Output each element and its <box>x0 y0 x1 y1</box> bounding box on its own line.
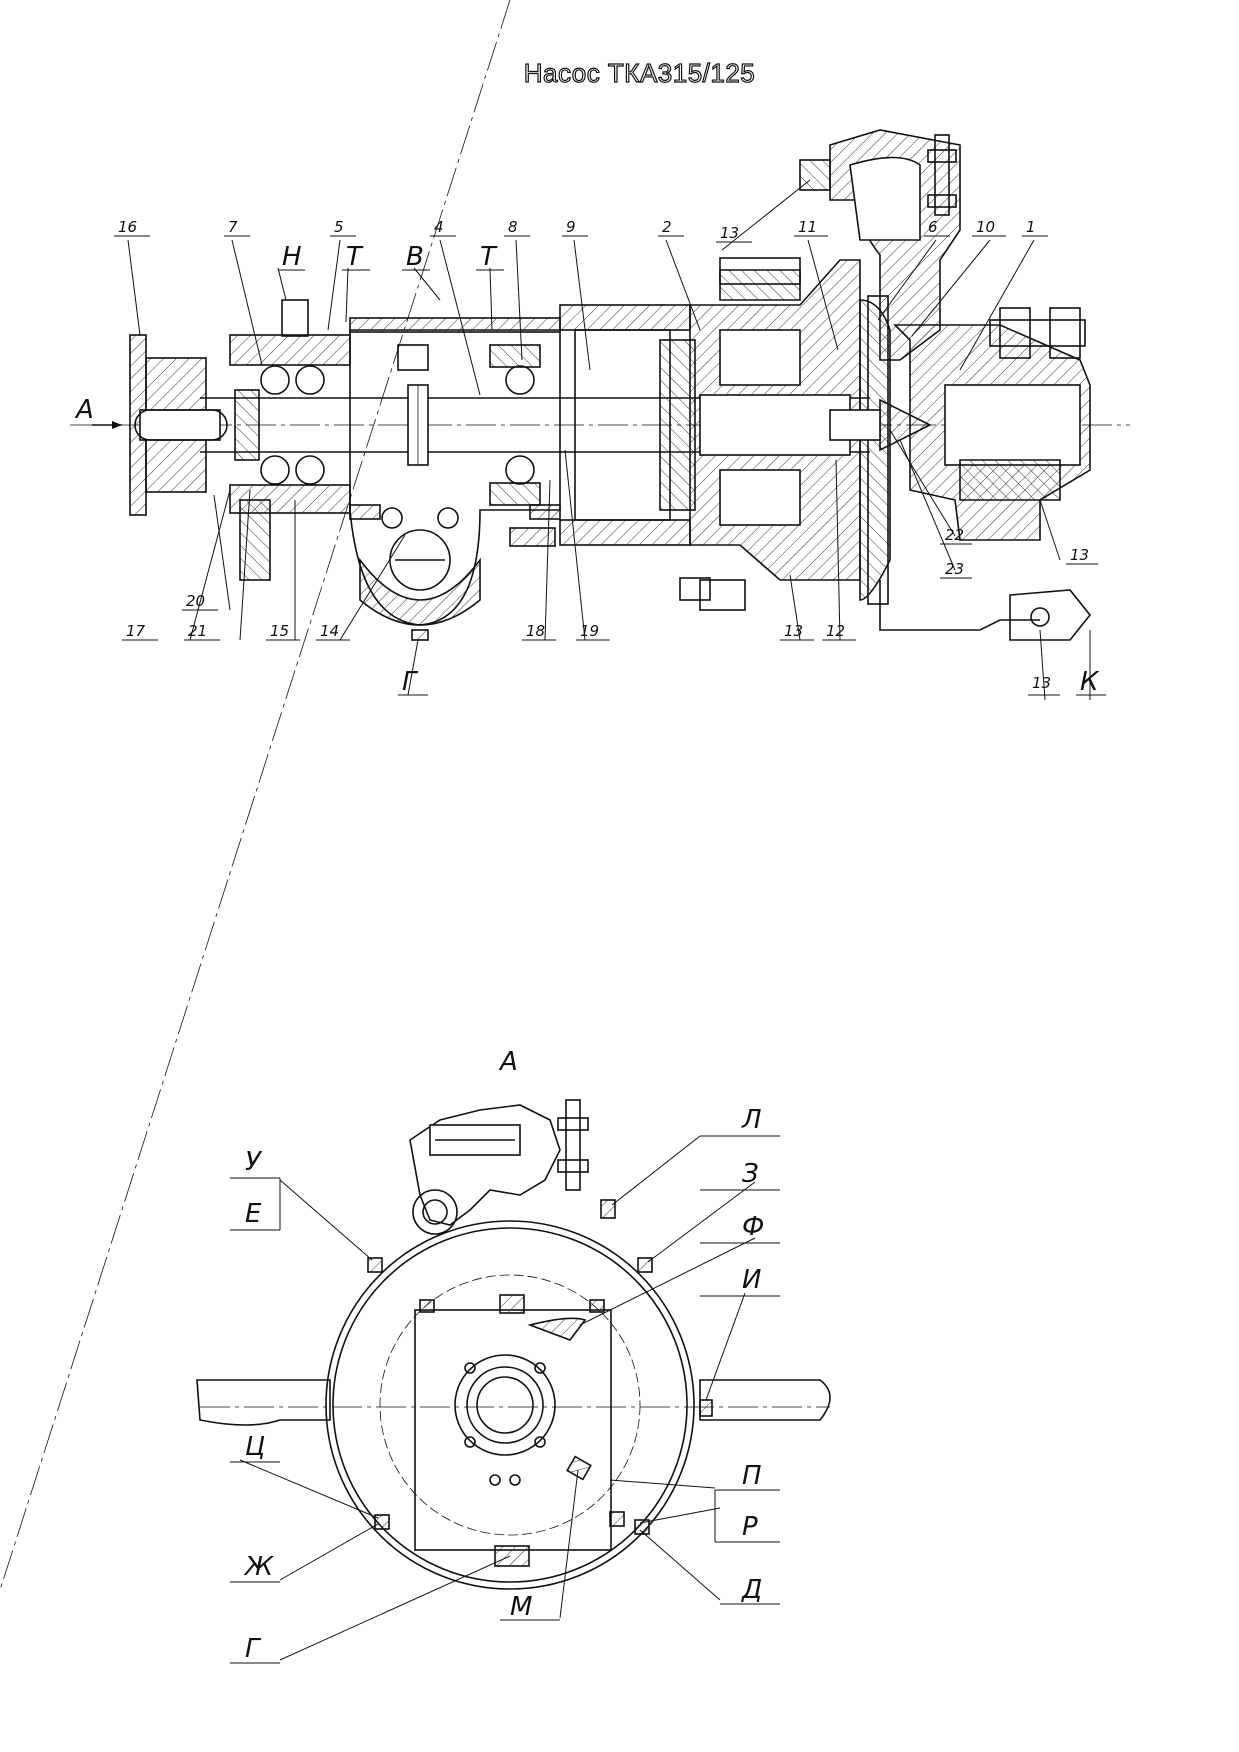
section-leader-lines <box>127 179 1091 701</box>
callout-15: 15 <box>270 622 289 640</box>
pump-section-view <box>70 129 1130 701</box>
callout-21: 21 <box>188 622 207 640</box>
callout-13-bottom: 13 <box>784 622 803 640</box>
callout-Z: З <box>742 1159 759 1189</box>
callout-4: 4 <box>434 218 444 236</box>
callout-Zh: Ж <box>243 1552 274 1582</box>
callout-I: И <box>742 1265 761 1295</box>
end-view-label-A: А <box>498 1047 518 1077</box>
callout-G-section: Г <box>402 667 419 697</box>
callout-5: 5 <box>334 218 344 236</box>
callout-P: П <box>742 1461 762 1491</box>
callout-6: 6 <box>928 218 938 236</box>
drawing-title: Насос ТКА315/125 <box>523 57 756 88</box>
callout-23: 23 <box>945 560 964 578</box>
callout-11: 11 <box>798 218 817 236</box>
callout-13-top: 13 <box>720 224 739 242</box>
callout-14: 14 <box>320 622 339 640</box>
callout-A: А <box>74 395 94 425</box>
section-callout-labels: 16 7 Н 5 Т В 4 Т 8 9 2 13 11 6 10 1 А 17… <box>74 218 1106 697</box>
callout-20: 20 <box>186 592 205 610</box>
callout-7: 7 <box>228 218 238 236</box>
callout-M: М <box>510 1592 532 1622</box>
callout-T-left: Т <box>346 242 364 272</box>
callout-R: Р <box>742 1512 758 1542</box>
callout-T-right: Т <box>480 242 498 272</box>
callout-K: К <box>1080 667 1100 697</box>
casing-body <box>679 257 861 611</box>
callout-17: 17 <box>126 622 146 640</box>
callout-8: 8 <box>508 218 518 236</box>
end-view-callout-labels: А Л З Ф И У Е Ц Ж Г М П Р Д <box>230 1047 780 1664</box>
callout-2: 2 <box>662 218 672 236</box>
callout-E: Е <box>245 1199 262 1229</box>
callout-9: 9 <box>566 218 576 236</box>
coupling-half <box>129 334 228 516</box>
volute-casing <box>799 129 1092 641</box>
bearing-frame <box>349 317 561 641</box>
callout-13-right: 13 <box>1070 546 1089 564</box>
callout-10: 10 <box>976 218 995 236</box>
callout-D: Д <box>741 1575 762 1605</box>
callout-22: 22 <box>945 526 964 544</box>
callout-13-pipe: 13 <box>1032 674 1051 692</box>
callout-19: 19 <box>580 622 599 640</box>
callout-16: 16 <box>118 218 137 236</box>
callout-F: Ф <box>742 1212 764 1242</box>
pump-end-view <box>0 0 831 1661</box>
callout-Ts: Ц <box>245 1432 265 1462</box>
callout-V: В <box>406 242 424 272</box>
bearing-housing-left <box>229 299 351 581</box>
callout-12: 12 <box>826 622 845 640</box>
callout-H: Н <box>282 242 302 272</box>
callout-L: Л <box>741 1105 762 1135</box>
callout-18: 18 <box>526 622 545 640</box>
callout-U: У <box>245 1147 263 1177</box>
callout-G-end: Г <box>245 1634 262 1664</box>
callout-1: 1 <box>1026 218 1036 236</box>
